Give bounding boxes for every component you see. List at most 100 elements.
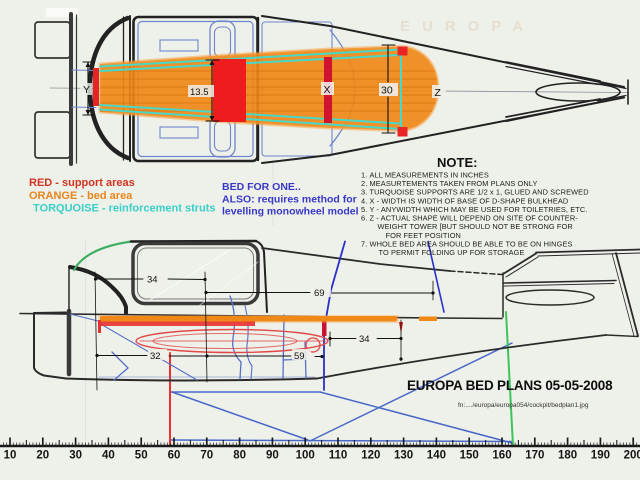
station-marker-green [505, 311, 514, 447]
drawing-title: EUROPA BED PLANS 05-05-2008 [407, 378, 613, 393]
tail-ellipse [535, 82, 621, 102]
pedal-line [111, 351, 129, 381]
reinforcement-struts [99, 48, 402, 131]
frame-line [71, 69, 97, 71]
note-line: WHOLE BED AREA SHOULD BE ABLE TO BE ON H… [370, 240, 573, 249]
figure-head [305, 337, 321, 353]
dim-dot [399, 357, 403, 361]
support-area-red [397, 46, 408, 56]
scan-scratch [199, 261, 259, 306]
bed-area-side-seg [419, 316, 437, 321]
dim-dot [204, 290, 208, 295]
dim-dot [431, 291, 435, 295]
ruler-label: 50 [135, 450, 148, 462]
dim-dot [205, 354, 209, 358]
dim-label-59: 59 [294, 351, 305, 362]
color-legend: RED - support areas ORANGE - bed area TO… [29, 177, 216, 215]
label-bg [312, 286, 331, 297]
figure-ellipse [135, 328, 329, 354]
label-bg [357, 332, 376, 343]
seat-outline [229, 295, 242, 380]
roll-post [213, 120, 232, 152]
boom-top-line [503, 279, 617, 284]
cowl-curve [68, 265, 128, 315]
fin-leading-step [502, 252, 537, 275]
dim-dot [328, 336, 332, 341]
underbody-truss [169, 342, 513, 444]
ruler-label: 20 [36, 450, 49, 462]
dim-extension [94, 271, 98, 391]
strut-line [99, 104, 401, 125]
side-dimensions [94, 271, 434, 391]
bed-note-block: BED FOR ONE.. ALSO: requires method for … [222, 181, 359, 218]
frame-line [69, 313, 101, 323]
longeron-line [436, 317, 503, 320]
legend-red-label: RED - support areas [29, 177, 135, 189]
note-number: 3. [361, 188, 367, 197]
dim-dots [93, 277, 435, 361]
dim-label-13-5: 13.5 [190, 87, 209, 98]
support-mark-red [322, 320, 327, 336]
note-number: 7. [361, 240, 367, 249]
dim-dot [203, 277, 207, 282]
ruler-label: 140 [427, 450, 446, 462]
scan-scratch [149, 249, 231, 301]
truss-line [309, 342, 513, 442]
note-line: X - WIDTH IS WIDTH OF BASE OF D-SHAPE BU… [370, 196, 569, 205]
frame-line [71, 106, 97, 108]
bed-note-line1: BED FOR ONE.. [222, 181, 301, 193]
tail-fairing [505, 61, 601, 82]
dim-dot [95, 353, 99, 358]
note-number: 4. [361, 196, 367, 205]
note-number: 6. [361, 214, 367, 223]
ruler-label: 60 [168, 450, 181, 462]
boom-frame-line [427, 240, 445, 313]
ruler-label: 40 [102, 450, 115, 462]
canopy-aft-frame [255, 240, 268, 313]
support-tick-red [98, 320, 101, 333]
bed-note-line2: ALSO: requires method for [222, 194, 357, 206]
ruler-label: 180 [558, 450, 577, 462]
label-bg [432, 85, 446, 98]
canopy-window [131, 241, 260, 306]
legend-turquoise-label: TORQUOISE - reinforcement struts [33, 203, 216, 215]
rear-bulkhead-line [323, 240, 346, 391]
dim-extension [204, 271, 208, 383]
dim-label-30: 30 [381, 85, 393, 97]
plan-view: Y 13.5 X 30 Z [34, 12, 629, 166]
label-bg [292, 349, 311, 360]
label-bg [148, 349, 167, 360]
truss-line [169, 439, 513, 443]
note-line: ALL MEASUREMENTS IN INCHES [370, 170, 489, 179]
tailplane-line [537, 252, 640, 257]
ruler-label: 130 [394, 450, 413, 462]
support-area-red [93, 68, 99, 106]
fuselage-taper-bottom [261, 96, 625, 164]
notes-list: 1.ALL MEASUREMENTS IN INCHES2.MEASURTEME… [361, 170, 589, 257]
ruler-label: 90 [266, 450, 279, 462]
tail-line [599, 82, 627, 90]
tail-line [597, 94, 627, 102]
ruler-label: 190 [591, 450, 610, 462]
cockpit-structure [69, 295, 316, 381]
support-strip-red [100, 321, 255, 326]
label-bg [188, 85, 214, 97]
dim-label-y: Y [83, 84, 90, 96]
ruler-label: 170 [525, 450, 544, 462]
notes-heading: NOTE: [437, 155, 477, 170]
dim-dot [93, 277, 98, 281]
note-number: 2. [361, 179, 367, 188]
note-number: 1. [361, 170, 367, 179]
note-line: Z - ACTUAL SHAPE WILL DEPEND ON SITE OF … [370, 214, 579, 223]
nose-box [34, 111, 71, 159]
strut-line [99, 54, 401, 72]
ruler-label: 200 [624, 450, 640, 462]
reclined-figure [135, 328, 329, 354]
bleedthrough-watermark: EUROPA [400, 18, 535, 35]
dim-dot [399, 336, 403, 341]
label-bg [321, 82, 334, 95]
canopy-top [129, 239, 258, 243]
label-bg [80, 83, 92, 95]
dim-label-x: X [324, 84, 331, 96]
roll-post [213, 26, 232, 58]
